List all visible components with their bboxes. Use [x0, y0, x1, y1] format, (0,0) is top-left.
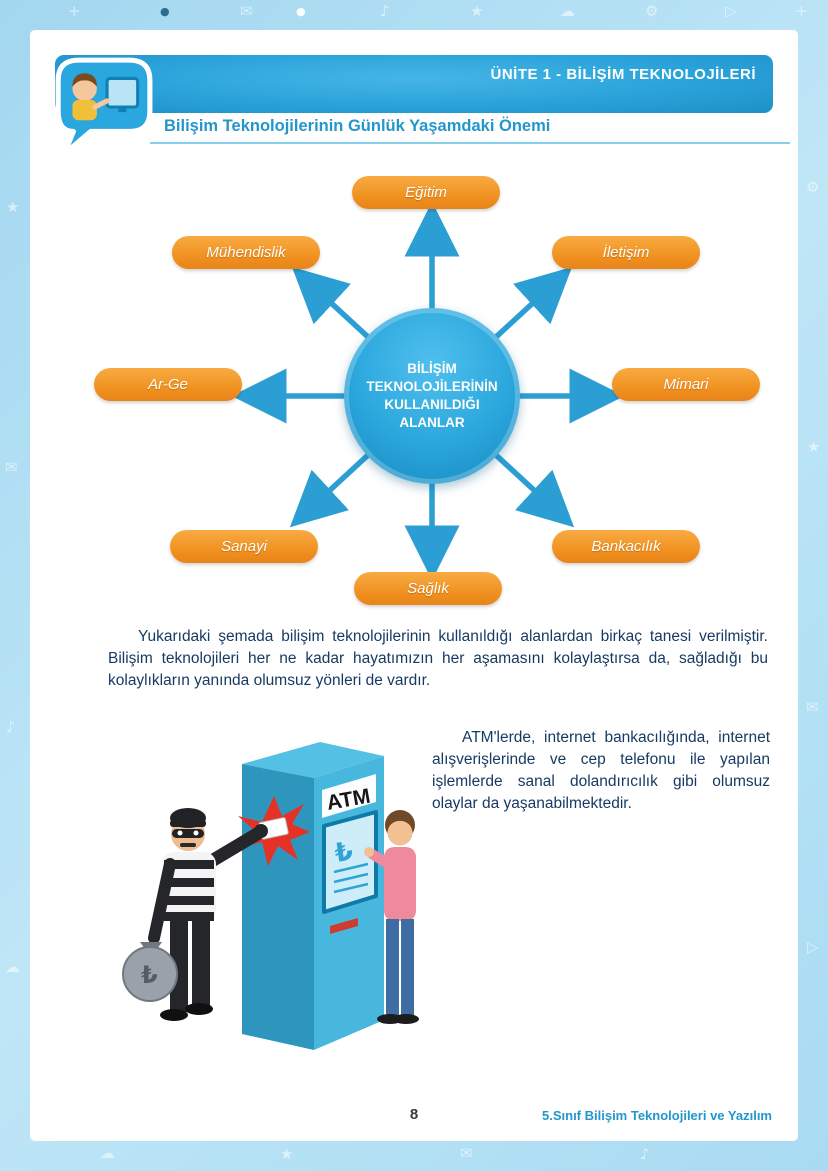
center-node-line: TEKNOLOJİLERİNİN	[366, 378, 498, 394]
atm-scene-illustration: ATM ₺ ₺	[122, 742, 419, 1050]
customer-figure	[364, 810, 419, 1024]
deco-note-icon: ♪	[380, 2, 390, 20]
deco-gear-icon: ⚙	[806, 178, 820, 196]
section-underline	[150, 142, 790, 144]
deco-cloud-icon: ☁	[560, 2, 575, 20]
customer-shirt	[384, 847, 416, 921]
deco-play-icon: ▷	[807, 938, 819, 956]
bag-currency-symbol: ₺	[141, 961, 158, 989]
mascot-illustration	[55, 57, 153, 157]
diagram-center-node: BİLİŞİM TEKNOLOJİLERİNİN KULLANILDIĞI AL…	[344, 308, 520, 484]
mascot-boy-hair	[72, 73, 97, 87]
atm-machine: ATM ₺	[242, 742, 384, 1050]
diagram-node-arge: Ar-Ge	[94, 368, 242, 401]
customer-head	[387, 820, 413, 846]
money-bag-icon: ₺	[122, 942, 178, 1002]
mascot-boy-head	[72, 76, 97, 101]
deco-dot-icon: ●	[296, 5, 306, 18]
robber-figure: ₺	[122, 808, 268, 1021]
deco-plus-icon: +	[795, 2, 808, 20]
intro-paragraph: Yukarıdaki şemada bilişim teknolojilerin…	[108, 628, 768, 689]
deco-note-icon: ♪	[640, 1145, 650, 1163]
deco-envelope-icon: ✉	[5, 458, 18, 476]
mascot-boy-shirt	[72, 99, 97, 121]
atm-paragraph: ATM'lerde, internet bankacılığında, inte…	[432, 729, 770, 812]
atm-card-slot	[330, 918, 358, 934]
diagram-node-egitim: Eğitim	[352, 176, 500, 209]
center-node-line: BİLİŞİM	[407, 360, 457, 376]
deco-star-icon: ★	[470, 2, 484, 20]
screen-currency-symbol: ₺	[333, 837, 355, 869]
robber-mask	[172, 829, 204, 838]
robber-mustache	[180, 843, 196, 847]
usage-areas-diagram: BİLİŞİM TEKNOLOJİLERİNİN KULLANILDIĞI AL…	[80, 160, 760, 630]
deco-plus-icon: +	[68, 2, 81, 20]
deco-star-icon: ★	[6, 198, 20, 216]
section-title: Bilişim Teknolojilerinin Günlük Yaşamdak…	[164, 117, 551, 135]
atm-screen: ₺	[322, 810, 378, 914]
deco-envelope-icon: ✉	[806, 698, 819, 716]
deco-envelope-icon: ✉	[240, 2, 253, 20]
center-node-line: KULLANILDIĞI	[384, 397, 480, 412]
center-node-line: ALANLAR	[399, 415, 465, 431]
diagram-node-saglik: Sağlık	[354, 572, 502, 605]
diagram-node-sanayi: Sanayi	[170, 530, 318, 563]
diagram-node-muhendislik: Mühendislik	[172, 236, 320, 269]
page-number: 8	[409, 1106, 419, 1123]
deco-note-icon: ♪	[6, 718, 16, 736]
mascot-monitor-icon	[105, 76, 140, 109]
diagram-node-iletisim: İletişim	[552, 236, 700, 269]
deco-gear-icon: ⚙	[645, 2, 659, 20]
atm-sign-panel	[322, 774, 376, 818]
unit-title: ÜNİTE 1 - BİLİŞİM TEKNOLOJİLERİ	[490, 66, 756, 83]
deco-cloud-icon: ☁	[100, 1144, 115, 1162]
diagram-node-mimari: Mimari	[612, 368, 760, 401]
deco-envelope-icon: ✉	[460, 1144, 473, 1162]
diagram-node-bankacilik: Bankacılık	[552, 530, 700, 563]
deco-star-icon: ★	[280, 1145, 294, 1163]
book-title: 5.Sınıf Bilişim Teknolojileri ve Yazılım	[542, 1108, 772, 1123]
deco-play-icon: ▷	[725, 2, 737, 20]
deco-star-icon: ★	[807, 438, 821, 456]
deco-cloud-icon: ☁	[5, 958, 20, 976]
header-banner	[55, 55, 773, 113]
deco-dot-icon: ●	[160, 5, 170, 18]
